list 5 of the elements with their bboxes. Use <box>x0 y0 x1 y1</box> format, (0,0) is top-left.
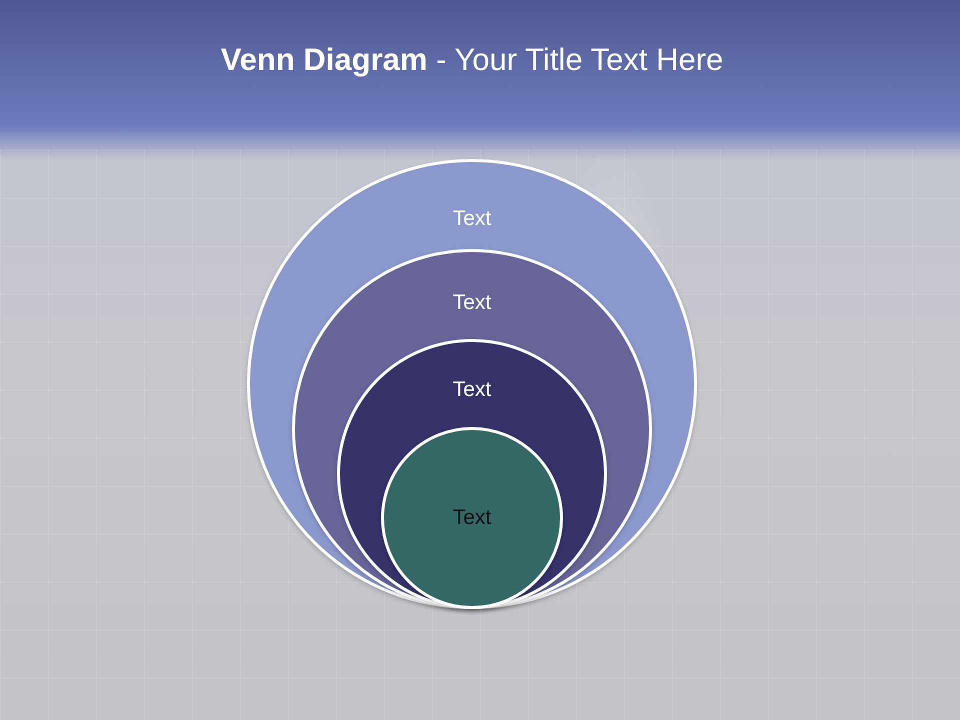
node-label: Text <box>452 505 492 531</box>
node-label: Text <box>452 206 492 232</box>
slide-title: Venn Diagram - Your Title Text Here <box>220 41 724 79</box>
node-label: Text <box>452 377 492 403</box>
node-label: Text <box>452 290 492 316</box>
